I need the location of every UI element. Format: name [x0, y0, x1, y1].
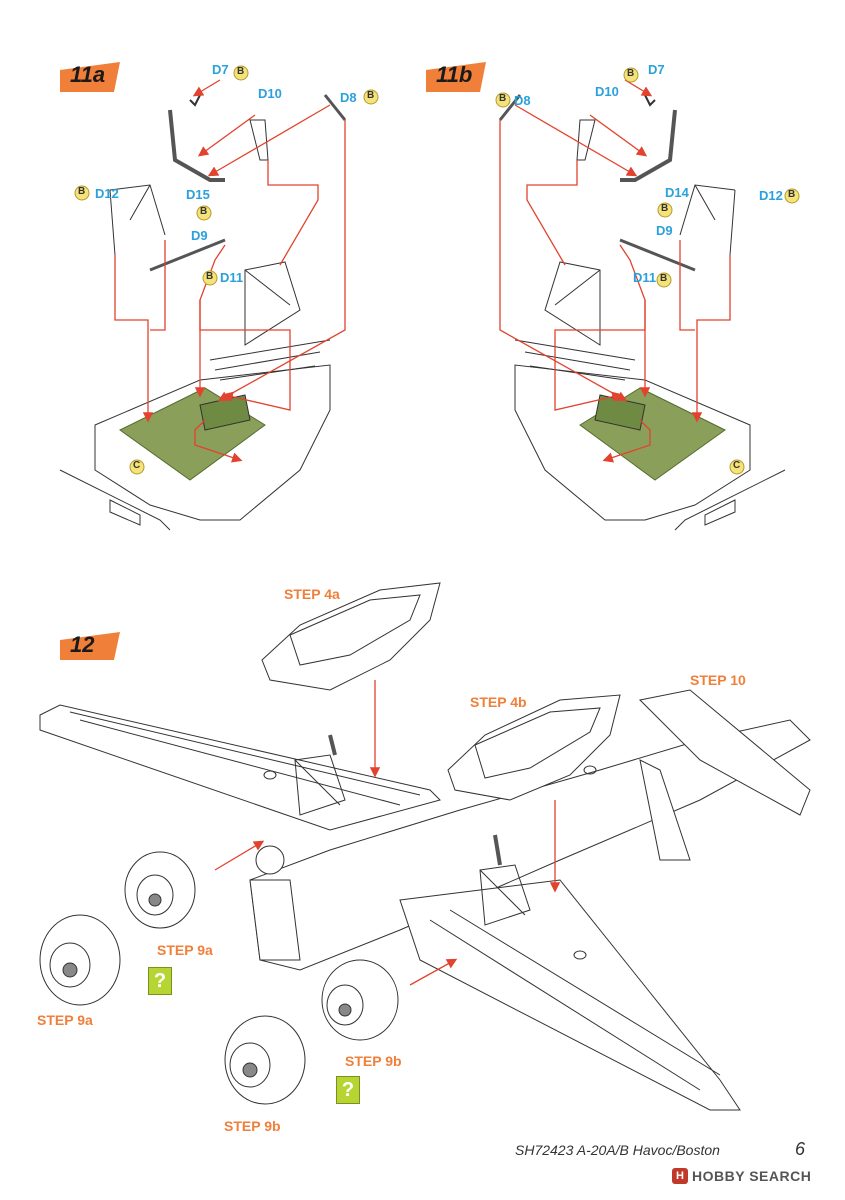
part-d7-label: D7: [648, 62, 665, 77]
step-11a-badge: 11a: [70, 62, 106, 87]
aircraft-12: [39, 582, 811, 1111]
question-mark-icon: ?: [148, 967, 172, 995]
sprue-b-letter: B: [627, 68, 635, 79]
sprue-b-letter: B: [661, 203, 669, 214]
ref-step-10: STEP 10: [690, 672, 746, 688]
arrows-11a: [114, 79, 346, 463]
ref-step-4a: STEP 4a: [284, 586, 340, 602]
step-11b-badge-shape: [426, 62, 486, 92]
part-d8-label: D8: [340, 90, 357, 105]
sprue-b-letter: B: [78, 186, 86, 197]
part-d9-label: D9: [656, 223, 673, 238]
arrows-12: [214, 680, 561, 986]
question-mark-icon: ?: [336, 1076, 360, 1104]
watermark-brand: HOBBY SEARCH: [692, 1168, 812, 1184]
cockpit-11b: [498, 94, 786, 531]
sprue-b-letter: B: [499, 93, 507, 104]
cockpit-11a: [59, 94, 347, 531]
sprue-b-letter: B: [367, 90, 375, 101]
sprue-b-letter: B: [206, 271, 214, 282]
sprue-b-letter: B: [237, 66, 245, 77]
part-d7-label: D7: [212, 62, 229, 77]
part-d10-label: D10: [258, 86, 282, 101]
step-12-badge-shape: [60, 632, 120, 660]
part-d12-label: D12: [759, 188, 783, 203]
part-d11-label: D11: [633, 270, 657, 285]
ref-step-9b: STEP 9b: [345, 1053, 402, 1069]
page-number: 6: [795, 1139, 806, 1159]
part-d12-label: D12: [95, 186, 119, 201]
ref-step-9b: STEP 9b: [224, 1118, 281, 1134]
step-12-badge: 12: [70, 632, 95, 657]
step-11b-badge: 11b: [436, 62, 473, 87]
part-d8-label: D8: [514, 93, 531, 108]
part-d9-label: D9: [191, 228, 208, 243]
sprue-b-letter: B: [200, 206, 208, 217]
sprue-c-letter: C: [133, 460, 141, 471]
product-code: SH72423 A-20A/B Havoc/Boston: [515, 1142, 720, 1158]
ref-step-4b: STEP 4b: [470, 694, 527, 710]
part-d11-label: D11: [220, 270, 244, 285]
step-11a-badge-shape: [60, 62, 120, 92]
part-d10-label: D10: [595, 84, 619, 99]
hobby-search-logo-icon: H: [672, 1168, 688, 1184]
sprue-c-letter: C: [733, 460, 741, 471]
ref-step-9a: STEP 9a: [37, 1012, 93, 1028]
sprue-tags: [74, 65, 800, 475]
part-d14-label: D14: [665, 185, 689, 200]
sprue-b-letter: B: [660, 273, 668, 284]
arrows-11b: [499, 79, 731, 463]
sprue-b-letter: B: [788, 189, 796, 200]
part-d15-label: D15: [186, 187, 210, 202]
ref-step-9a: STEP 9a: [157, 942, 213, 958]
